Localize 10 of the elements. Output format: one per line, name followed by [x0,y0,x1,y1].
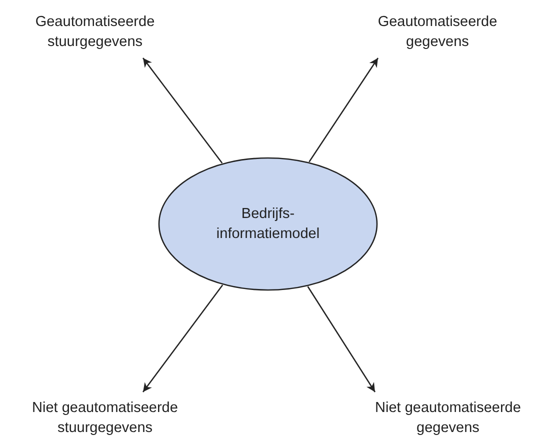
ellipse-node [158,157,378,291]
node-label: Bedrijfs- informatiemodel [215,205,321,244]
arrow [307,286,376,392]
arrow [308,58,379,162]
arrow [142,58,223,164]
data-category-label: Geautomatiseerde stuurgegevens [34,13,156,52]
arrow [142,284,224,392]
data-category-label: Niet geautomatiseerde gegevens [374,399,522,438]
data-category-label: Niet geautomatiseerde stuurgegevens [31,399,179,438]
data-category-label: Geautomatiseerde gegevens [376,13,498,52]
